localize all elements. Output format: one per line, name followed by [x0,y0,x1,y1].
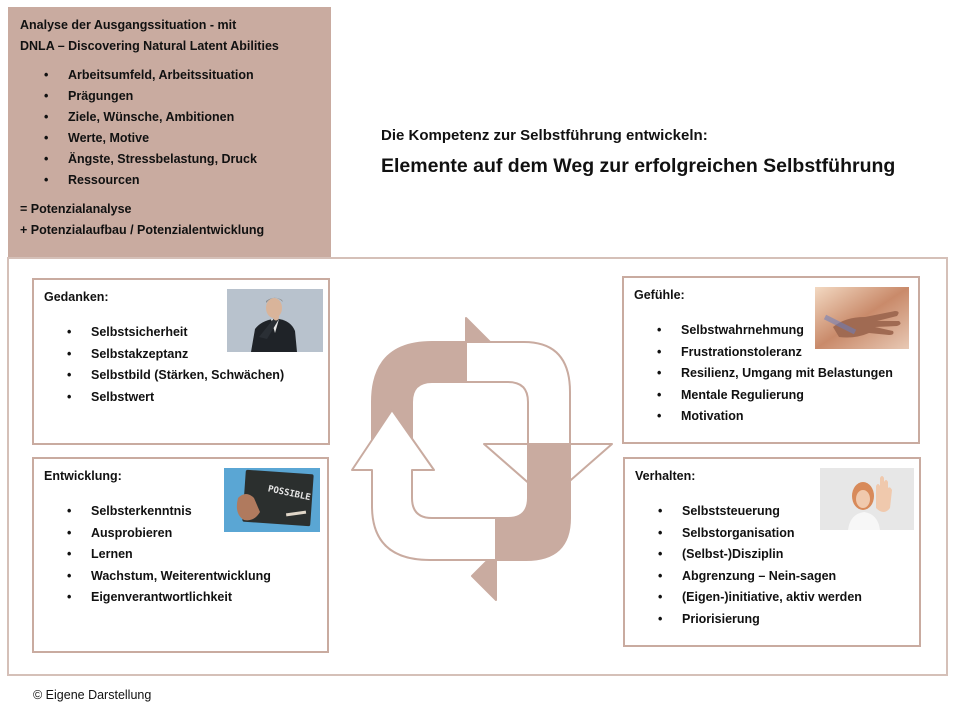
list-item: Ängste, Stressbelastung, Druck [44,149,319,170]
list-item: Selbsterkenntnis [67,501,317,523]
card-title: Verhalten: [635,469,696,483]
possible-chalkboard-photo: POSSIBLE [224,468,320,532]
list-item: Selbstsicherheit [67,322,318,344]
analysis-list: Arbeitsumfeld, Arbeitssituation Prägunge… [44,65,319,191]
list-item: Ressourcen [44,170,319,191]
list-item: Selbstwert [67,387,318,409]
card-list: Selbststeuerung Selbstorganisation (Selb… [658,501,909,630]
cycle-arrow-top-right [465,341,613,501]
card-entwicklung: Entwicklung: Selbsterkenntnis Ausprobier… [32,457,329,653]
list-item: Arbeitsumfeld, Arbeitssituation [44,65,319,86]
analysis-box: Analyse der Ausgangssituation - mit DNLA… [8,7,331,257]
list-item: Ausprobieren [67,523,317,545]
list-item: Resilienz, Umgang mit Belastungen [657,363,908,385]
card-title: Gedanken: [44,290,109,304]
list-item: Selbststeuerung [658,501,909,523]
list-item: Werte, Motive [44,128,319,149]
card-title: Entwicklung: [44,469,122,483]
list-item: Eigenverantwortlichkeit [67,587,317,609]
analysis-result-line2: + Potenzialaufbau / Potenzialentwicklung [20,223,265,237]
card-list: Selbstsicherheit Selbstakzeptanz Selbstb… [67,322,318,408]
list-item: Wachstum, Weiterentwicklung [67,566,317,588]
cycle-arrow-bottom-left [351,409,497,561]
analysis-title-line1: Analyse der Ausgangssituation - mit [20,18,237,32]
hand-light-photo [815,287,909,349]
list-item: Frustrationstoleranz [657,342,908,364]
analysis-title-line2: DNLA – Discovering Natural Latent Abilit… [20,39,279,53]
thinking-man-photo [227,289,323,352]
copyright-note: © Eigene Darstellung [33,688,152,702]
card-list: Selbstwahrnehmung Frustrationstoleranz R… [657,320,908,428]
list-item: Selbstbild (Stärken, Schwächen) [67,365,318,387]
list-item: (Eigen-)initiative, aktiv werden [658,587,909,609]
card-gefuehle: Gefühle: Selbstwahrnehmung Frustrationst… [622,276,920,444]
card-list: Selbsterkenntnis Ausprobieren Lernen Wac… [67,501,317,609]
list-item: Selbstakzeptanz [67,344,318,366]
list-item: (Selbst-)Disziplin [658,544,909,566]
list-item: Selbstwahrnehmung [657,320,908,342]
diagram-frame [7,257,948,676]
list-item: Mentale Regulierung [657,385,908,407]
list-item: Priorisierung [658,609,909,631]
list-item: Selbstorganisation [658,523,909,545]
list-item: Motivation [657,406,908,428]
card-title: Gefühle: [634,288,685,302]
heading-title: Elemente auf dem Weg zur erfolgreichen S… [381,155,896,177]
card-gedanken: Gedanken: Selbstsicherheit Selbstakzepta… [32,278,330,445]
woman-stop-hand-photo [820,468,914,530]
heading-subtitle: Die Kompetenz zur Selbstführung entwicke… [381,127,708,144]
analysis-result-line1: = Potenzialanalyse [20,202,132,216]
list-item: Prägungen [44,86,319,107]
list-item: Lernen [67,544,317,566]
list-item: Abgrenzung – Nein-sagen [658,566,909,588]
cycle-arrow-bottom-right [471,443,571,601]
cycle-arrows-icon [351,317,613,601]
card-verhalten: Verhalten: Selbststeuerung Selbstorganis… [623,457,921,647]
list-item: Ziele, Wünsche, Ambitionen [44,107,319,128]
